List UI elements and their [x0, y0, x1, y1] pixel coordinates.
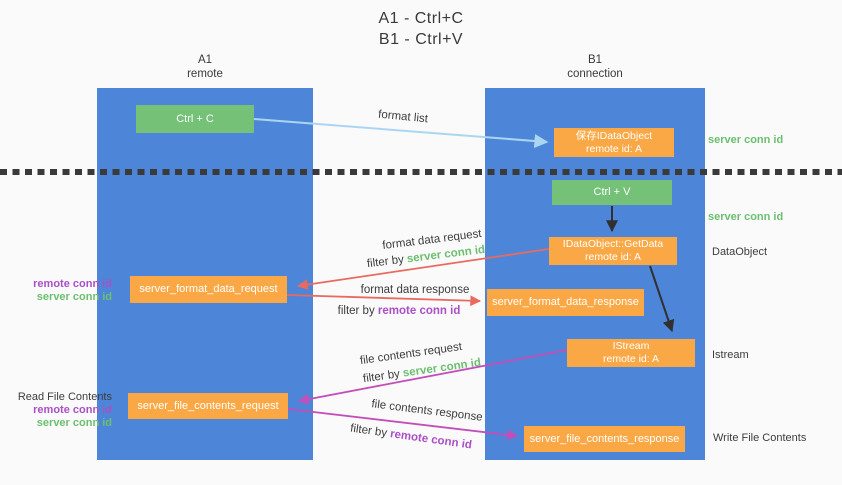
arrow-label-file-contents-response: file contents response [370, 398, 484, 424]
node-server-file-contents-request: server_file_contents_request [128, 393, 288, 419]
filter-by-text: filter by [366, 253, 405, 271]
filter-by-text: filter by [362, 368, 401, 386]
lane-header-a1: A1 remote [97, 53, 313, 81]
filter-by-text: filter by [337, 305, 375, 317]
node-ctrl-c: Ctrl + C [136, 105, 254, 133]
remote-conn-id-text: remote conn id [389, 428, 473, 452]
server-conn-id-text: server conn id [402, 356, 482, 380]
lane-a1-role: remote [187, 68, 223, 80]
lane-a1-name: A1 [197, 54, 213, 66]
title-line-2: B1 - Ctrl+V [378, 31, 464, 48]
node-save-idataobject-line2: remote id: A [585, 142, 643, 155]
lane-b1-name: B1 [587, 54, 603, 66]
side-label-dataobject: DataObject [712, 246, 768, 258]
left-labels-file-request: Read File Contents remote conn id server… [6, 391, 112, 430]
node-getdata-line2: remote id: A [584, 251, 642, 263]
node-istream-line1: IStream [612, 340, 650, 352]
node-save-idataobject: 保存IDataObject remote id: A [554, 128, 674, 157]
arrow-label-format-list: format list [377, 108, 429, 126]
node-format-request-label: server_format_data_request [139, 283, 278, 295]
left-label-server-conn-id-file: server conn id [36, 417, 112, 429]
node-istream-line2: remote id: A [602, 353, 660, 365]
node-format-response-label: server_format_data_response [492, 296, 639, 308]
side-label-server-conn-id-top: server conn id [708, 134, 784, 146]
left-label-remote-conn-id-format: remote conn id [33, 278, 112, 290]
left-label-server-conn-id-format: server conn id [36, 291, 112, 303]
left-label-remote-conn-id-file: remote conn id [33, 404, 112, 416]
side-label-server-conn-id-mid: server conn id [708, 211, 784, 223]
node-server-file-contents-response: server_file_contents_response [524, 426, 685, 452]
node-ctrl-v-label: Ctrl + V [593, 186, 631, 198]
lane-b1-role: connection [567, 68, 623, 80]
title-line-1: A1 - Ctrl+C [378, 10, 464, 27]
arrow-label-filter-by-remote-2: filter by remote conn id [349, 423, 472, 452]
left-labels-format-request: remote conn id server conn id [6, 278, 112, 304]
node-server-format-data-request: server_format_data_request [130, 276, 287, 303]
node-save-idataobject-line1: 保存IDataObject [575, 129, 653, 142]
left-label-read-file-contents: Read File Contents [17, 391, 112, 403]
session-separator-dashed-line [0, 169, 842, 175]
node-ctrl-c-label: Ctrl + C [176, 112, 214, 125]
remote-conn-id-text: remote conn id [377, 305, 461, 317]
node-file-response-label: server_file_contents_response [529, 432, 680, 445]
arrow-label-filter-by-remote-1: filter by remote conn id [338, 305, 461, 317]
lane-header-b1: B1 connection [485, 53, 705, 81]
node-ctrl-v: Ctrl + V [552, 180, 672, 205]
node-server-format-data-response: server_format_data_response [487, 289, 644, 316]
node-getdata-line1: IDataObject::GetData [562, 238, 664, 250]
node-file-request-label: server_file_contents_request [137, 399, 279, 412]
side-label-istream: Istream [712, 349, 749, 361]
side-label-write-file-contents: Write File Contents [713, 432, 807, 444]
node-idataobject-getdata: IDataObject::GetData remote id: A [549, 237, 677, 265]
diagram-title: A1 - Ctrl+C B1 - Ctrl+V [0, 8, 842, 50]
arrow-label-format-data-response: format data response [360, 284, 470, 296]
node-istream: IStream remote id: A [567, 339, 695, 367]
filter-by-text: filter by [349, 422, 388, 440]
